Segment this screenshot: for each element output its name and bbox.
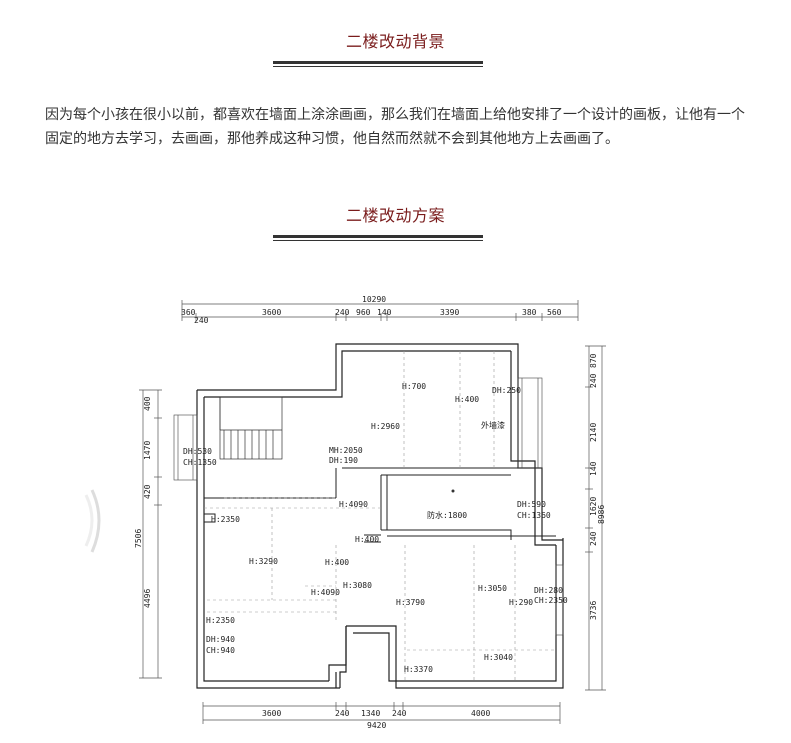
plan-label: CH:1350 [183,458,217,467]
dim-bottom: 240 [335,709,350,718]
window [555,564,564,636]
plan-label: H:3050 [478,584,507,593]
section-title-plan: 二楼改动方案 [345,206,445,225]
plan-label: DH:590 [517,500,546,509]
plan-labels: H:700 H:400 DH:250 H:2960 外墙漆 DH:530 CH:… [183,382,568,674]
plan-label: DH:190 [329,456,358,465]
dim-top: 560 [547,308,562,317]
dim-bottom-total: 9420 [367,721,386,730]
plan-label: DH:530 [183,447,212,456]
dim-right: 2140 [589,423,598,442]
dim-left: 1470 [143,441,152,460]
title-divider [273,61,483,67]
dim-top: 240 [335,308,350,317]
plan-label: DH:940 [206,635,235,644]
plan-label: H:400 [455,395,479,404]
dim-left: 400 [143,396,152,411]
dim-right: 870 [589,353,598,368]
dim-left: 420 [143,484,152,499]
plan-label: H:290 [509,598,533,607]
plan-label: H:2350 [211,515,240,524]
plan-label: H:2350 [206,616,235,625]
plan-label: 防水:1800 [427,510,467,520]
plan-label: H:3290 [249,557,278,566]
dim-left-total: 7506 [134,529,143,548]
window [517,377,543,469]
plan-label: H:400 [355,535,379,544]
plan-label: MH:2050 [329,446,363,455]
dim-top: 380 [522,308,537,317]
dim-top: 960 [356,308,371,317]
title-divider [273,235,483,241]
plan-label: CH:940 [206,646,235,655]
bottom-dimensions [202,702,561,724]
plan-label: H:4090 [339,500,368,509]
floor-drain-icon [451,489,455,493]
dim-bottom: 240 [392,709,407,718]
dim-top: 140 [377,308,392,317]
interior-walls [204,467,556,543]
plan-label: DH:250 [492,386,521,395]
plan-label: H:400 [325,558,349,567]
plan-label: CH:2350 [534,596,568,605]
background-paragraph: 因为每个小孩在很小以前，都喜欢在墙面上涂涂画画，那么我们在墙面上给他安排了一个设… [45,107,745,147]
left-dimensions [139,389,162,679]
staircase [219,396,283,460]
dim-top: 360 [181,308,196,317]
plan-label: H:700 [402,382,426,391]
plan-label: DH:280 [534,586,563,595]
window [173,414,198,481]
dim-right: 3736 [589,601,598,620]
plan-label: H:4090 [311,588,340,597]
dim-left: 4496 [143,589,152,608]
plan-label: H:3790 [396,598,425,607]
outer-walls [196,343,564,689]
section-title-background: 二楼改动背景 [345,32,445,51]
dim-right: 1620 [589,497,598,516]
top-dimensions [181,300,579,321]
dim-top: 3390 [440,308,459,317]
plan-label: 外墙漆 [481,420,505,430]
plan-label: H:3040 [484,653,513,662]
floor-plan-drawing: 10290 360 240 3600 240 960 140 3390 380 … [84,295,606,730]
dim-top: 3600 [262,308,281,317]
ceiling-lines [204,351,556,681]
dim-top-total: 10290 [362,295,386,304]
dim-bottom: 4000 [471,709,490,718]
dim-bottom: 1340 [361,709,380,718]
plan-label: H:3370 [404,665,433,674]
dim-right: 240 [589,531,598,546]
decorative-arc [84,494,94,547]
decorative-arc [90,489,101,553]
dim-top: 240 [194,316,209,325]
dim-right: 140 [589,461,598,476]
dim-bottom: 3600 [262,709,281,718]
right-dimensions [585,345,606,691]
plan-label: H:3080 [343,581,372,590]
plan-label: CH:1360 [517,511,551,520]
dim-right-total: 8986 [597,505,606,524]
plan-label: H:2960 [371,422,400,431]
dim-right: 240 [589,373,598,388]
